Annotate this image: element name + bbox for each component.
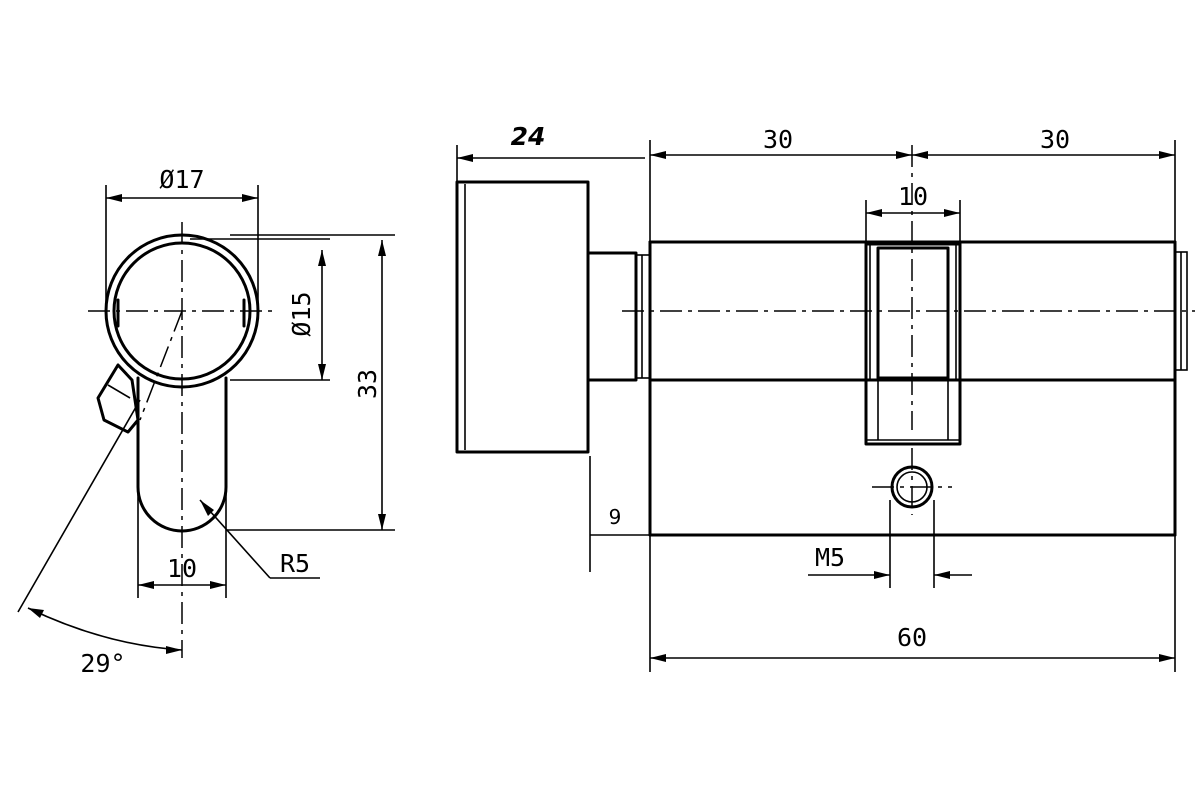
knob-body: [455, 180, 590, 454]
label-half-left: 30: [763, 125, 793, 154]
dim-radius: R5: [199, 499, 320, 579]
label-dia17: Ø17: [159, 165, 204, 194]
label-total60: 60: [897, 623, 927, 652]
label-half-right: 30: [1040, 125, 1070, 154]
cam-outline: [864, 242, 962, 446]
knob-neck: [586, 251, 651, 382]
screw-hole: [872, 448, 952, 515]
cam: [864, 242, 962, 446]
cam-tab: [96, 363, 140, 434]
dim-cam10: 10: [137, 490, 227, 598]
dim-height33: 33: [226, 234, 395, 531]
dim-knob24: 24: [456, 122, 645, 182]
dim-dia17: Ø17: [105, 165, 259, 311]
dim-total60: 60: [649, 535, 1176, 672]
label-cam-front10: 10: [898, 182, 928, 211]
dim-halves: 30 30: [649, 125, 1176, 242]
label-m5: M5: [815, 543, 845, 572]
label-angle: 29°: [80, 649, 125, 678]
label-dia15: Ø15: [287, 291, 316, 336]
side-view: Ø17 Ø15 33 10: [17, 165, 395, 678]
dim-thread: M5: [808, 500, 972, 588]
dim-dia15: Ø15: [190, 238, 330, 381]
dim-screw9: 9: [589, 456, 650, 572]
thumb-knob: [455, 180, 590, 454]
cylinder-body: [648, 240, 1188, 537]
label-knob24: 24: [511, 122, 546, 151]
label-screw9: 9: [609, 505, 622, 529]
label-height33: 33: [353, 369, 382, 399]
dim-cam-front10: 10: [865, 182, 961, 244]
profile-outline: [96, 233, 260, 533]
dim-angle: 29°: [17, 399, 183, 678]
front-view: 24 30 30 10 9: [455, 122, 1195, 672]
label-cam10: 10: [167, 554, 197, 583]
label-r5: R5: [280, 549, 310, 578]
